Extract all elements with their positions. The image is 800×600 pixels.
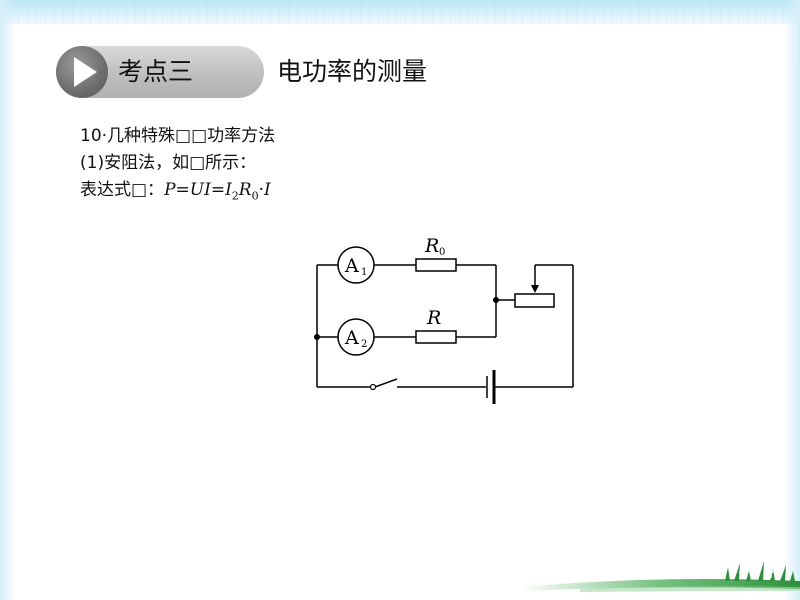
slider-arrow — [531, 285, 539, 293]
switch-contact — [369, 383, 377, 391]
formula-dot: · — [258, 180, 264, 200]
formula: P=UI=I2R0·I — [164, 180, 271, 203]
section-title: 电功率的测量 — [277, 57, 428, 86]
rheostat — [514, 293, 555, 308]
resistor-r-letter: R — [426, 307, 441, 329]
slide-left-edge — [0, 0, 16, 600]
badge-circle — [56, 46, 108, 98]
formula-eq2: = — [210, 180, 226, 200]
formula-ui: UI — [189, 180, 211, 200]
resistor-r — [415, 330, 457, 344]
formula-eq1: = — [175, 180, 190, 200]
ammeter-2-letter: A — [344, 327, 359, 349]
formula-i-sub: 2 — [231, 189, 239, 203]
formula-r: R — [238, 180, 252, 200]
play-arrow-icon — [74, 57, 97, 87]
slide-right-edge — [784, 0, 800, 600]
resistor-r0-letter: R — [424, 235, 439, 257]
grass-decoration — [520, 561, 800, 592]
ammeter-1-sub: 1 — [361, 267, 367, 278]
ammeter-2 — [337, 318, 375, 356]
badge-label: 考点三 — [118, 57, 194, 86]
expression-line: 表达式□：P=UI=I2R0·I — [80, 179, 271, 207]
content-panel — [16, 24, 784, 600]
formula-i-end: I — [264, 180, 271, 200]
expression-prefix: 表达式□： — [80, 180, 165, 200]
slide-top-band — [0, 0, 800, 24]
formula-r-sub: 0 — [251, 189, 259, 203]
formula-p: P — [164, 180, 176, 200]
junction-left — [314, 334, 320, 340]
switch-blade — [374, 378, 398, 388]
junction-right — [493, 297, 499, 303]
ammeter-1 — [337, 246, 375, 284]
ammeter-2-sub: 2 — [361, 339, 367, 350]
ammeter-1-letter: A — [344, 255, 359, 277]
method-subheading: (1)安阻法，如□所示： — [80, 153, 257, 173]
method-heading: 10·几种特殊□□功率方法 — [80, 126, 276, 146]
circuit-diagram: A 1 A 2 R 0 R — [314, 235, 574, 404]
formula-i: I — [225, 180, 232, 200]
resistor-r0 — [415, 258, 457, 272]
resistor-r0-sub: 0 — [439, 247, 445, 258]
